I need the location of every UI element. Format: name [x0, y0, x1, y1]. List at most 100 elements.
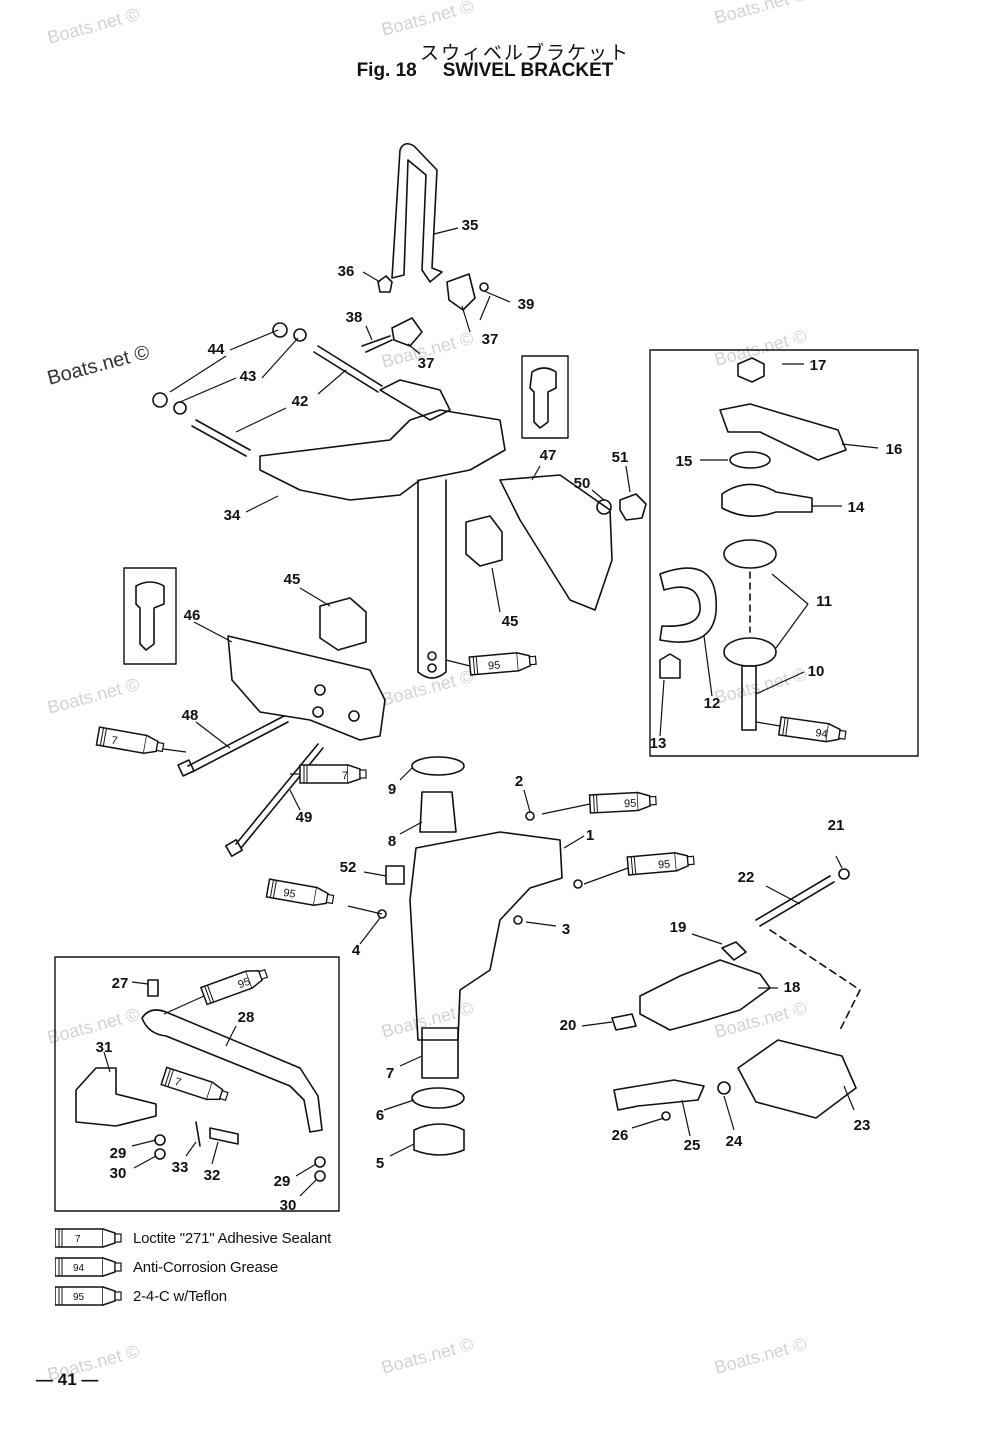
washer-50: [596, 499, 612, 515]
callout-25: 25: [684, 1137, 701, 1154]
svg-text:7: 7: [110, 734, 118, 747]
bushing-5: [413, 1123, 465, 1156]
legend-label: 2-4-C w/Teflon: [133, 1287, 227, 1305]
part-38: [361, 335, 393, 353]
nut-44-b: [152, 392, 168, 408]
inset-box-steering: [54, 956, 340, 1212]
bracket-34-top: [379, 379, 451, 421]
callout-39: 39: [518, 296, 535, 313]
tube-95-steering: 95: [200, 964, 270, 1006]
svg-text:94: 94: [73, 1263, 85, 1274]
part-37-lower: [391, 317, 423, 347]
spring-10: [741, 665, 757, 731]
pad-45-left: [319, 597, 367, 651]
washer-29-left: [154, 1134, 166, 1146]
bolt-27: [147, 979, 159, 997]
legend-label: Anti-Corrosion Grease: [133, 1258, 279, 1276]
callout-45-right: 45: [502, 613, 519, 630]
lever-25: [613, 1079, 705, 1111]
callout-19: 19: [670, 919, 687, 936]
rod-42-b: [191, 419, 251, 457]
tube-95-screw4: 95: [265, 878, 336, 910]
spring-24: [717, 1081, 731, 1095]
svg-text:95: 95: [624, 798, 637, 811]
callout-45-left: 45: [284, 571, 301, 588]
washer-29-right: [314, 1156, 326, 1168]
callout-49: 49: [296, 809, 313, 826]
callout-38: 38: [346, 309, 363, 326]
bracket-31: [75, 1067, 157, 1127]
callout-16: 16: [886, 441, 903, 458]
svg-text:7: 7: [173, 1076, 183, 1089]
nut-51: [619, 493, 647, 521]
legend-item-teflon: 95 2-4-C w/Teflon: [55, 1286, 227, 1306]
screw-3-b: [513, 915, 523, 925]
page-number-value: 41: [57, 1370, 77, 1389]
callout-12: 12: [704, 695, 721, 712]
washer-43-a: [293, 328, 307, 342]
disc-11-top: [723, 539, 777, 569]
washer-6: [411, 1087, 465, 1109]
motor-icon-right: [521, 355, 569, 439]
callout-24: 24: [726, 1133, 743, 1150]
bolt-32: [209, 1127, 239, 1145]
callout-31: 31: [96, 1039, 113, 1056]
plate-47: [499, 474, 613, 611]
callout-5: 5: [376, 1155, 384, 1172]
tube-icon: 95: [55, 1286, 123, 1306]
callout-10: 10: [808, 663, 825, 680]
tube-icon: 94: [55, 1257, 123, 1277]
callout-20: 20: [560, 1017, 577, 1034]
bushing-7: [421, 1027, 459, 1079]
inset-box-clamp: [649, 349, 919, 757]
plate-14: [721, 483, 813, 517]
plate-46: [227, 635, 386, 741]
part-36: [377, 275, 393, 293]
callout-13: 13: [650, 735, 667, 752]
part-39: [479, 282, 489, 292]
bolt-48: [187, 715, 289, 773]
callout-1: 1: [586, 827, 594, 844]
bracket-34: [259, 409, 506, 501]
tube-94-spring: 94: [777, 716, 848, 745]
pad-45-right: [465, 515, 503, 567]
page-number: — 41 —: [36, 1370, 99, 1389]
dashed-leader: [769, 929, 861, 1031]
legend-label: Loctite "271" Adhesive Sealant: [133, 1229, 332, 1247]
svg-text:95: 95: [73, 1292, 85, 1303]
nut-30-right: [314, 1170, 326, 1182]
washer-15: [729, 451, 771, 469]
callout-6: 6: [376, 1107, 384, 1124]
screw-3-a: [573, 879, 583, 889]
screw-13: [659, 653, 681, 679]
svg-text:7: 7: [75, 1234, 81, 1245]
callout-17: 17: [810, 357, 827, 374]
tube-7-bolt49: 7: [299, 764, 367, 784]
tube-95-swivel: 95: [468, 650, 538, 676]
part-37-upper: [446, 273, 476, 311]
callout-44: 44: [208, 341, 225, 358]
callout-29-right: 29: [274, 1173, 291, 1190]
callout-46: 46: [184, 607, 201, 624]
tilt-lock-lever: [391, 142, 443, 283]
steering-arm-28: [141, 1009, 323, 1133]
legend-item-anti-corrosion: 94 Anti-Corrosion Grease: [55, 1257, 278, 1277]
callout-22: 22: [738, 869, 755, 886]
tube-95-screw3: 95: [626, 850, 696, 876]
nut-30-left: [154, 1148, 166, 1160]
callout-29-left: 29: [110, 1145, 127, 1162]
clip-12: [659, 567, 717, 643]
rod-22: [755, 875, 835, 927]
callout-26: 26: [612, 1127, 629, 1144]
svg-text:95: 95: [488, 659, 501, 672]
callout-30-left: 30: [110, 1165, 127, 1182]
screw-2: [525, 811, 535, 821]
figure-name: SWIVEL BRACKET: [442, 60, 614, 81]
rod-42-a: [313, 345, 383, 393]
callout-35: 35: [462, 217, 479, 234]
callout-14: 14: [848, 499, 865, 516]
screw-33: [195, 1121, 201, 1147]
callout-28: 28: [238, 1009, 255, 1026]
legend-item-loctite: 7 Loctite "271" Adhesive Sealant: [55, 1228, 331, 1248]
callout-52: 52: [340, 859, 357, 876]
